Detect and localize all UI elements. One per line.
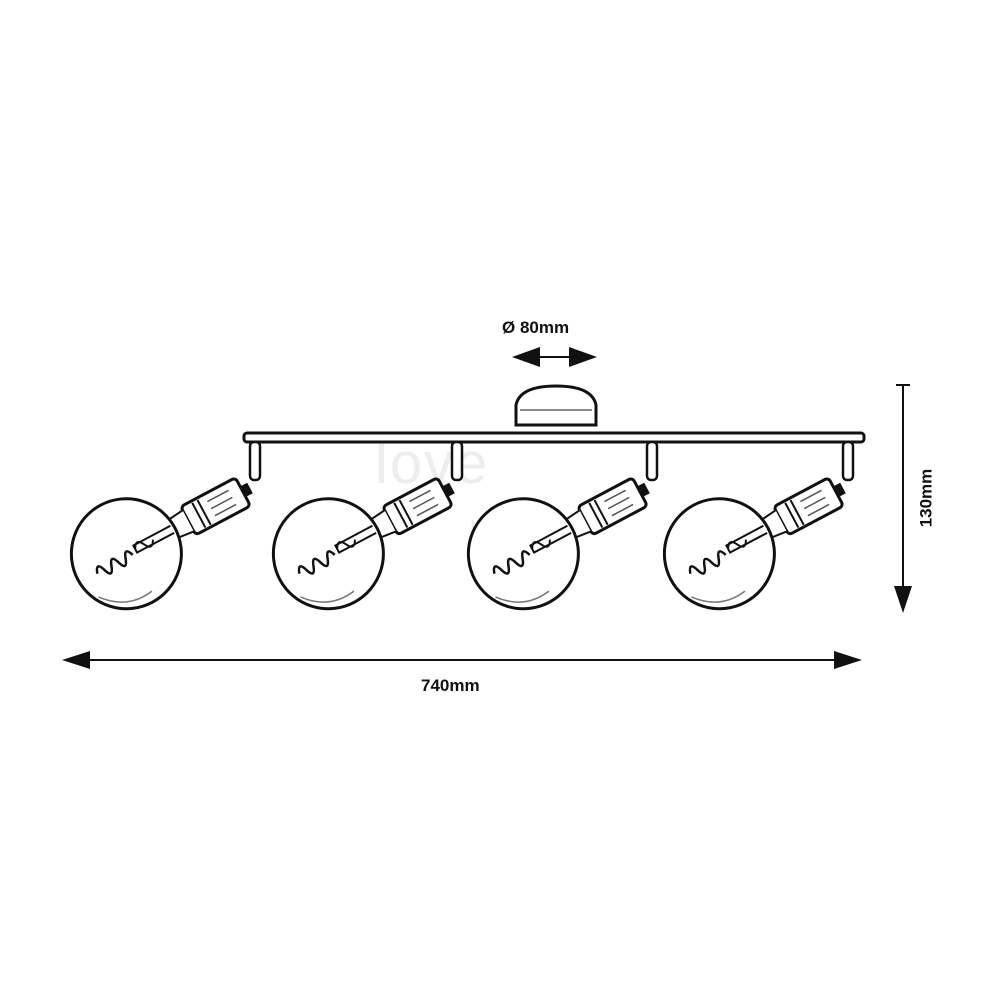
height-dimension-arrow bbox=[894, 384, 912, 613]
lamp-head-4 bbox=[643, 437, 871, 630]
lamp-head-3 bbox=[447, 437, 675, 630]
canopy-diameter-arrow bbox=[512, 347, 597, 367]
width-dimension-arrow bbox=[62, 651, 862, 669]
height-label: 130mm bbox=[916, 468, 936, 528]
ceiling-canopy bbox=[514, 384, 598, 427]
lamp-head-2 bbox=[252, 437, 480, 630]
lamp-head-1 bbox=[50, 437, 278, 630]
width-label: 740mm bbox=[421, 676, 480, 695]
mounting-bar bbox=[242, 431, 866, 444]
canopy-diameter-label: Ø 80mm bbox=[502, 318, 570, 337]
